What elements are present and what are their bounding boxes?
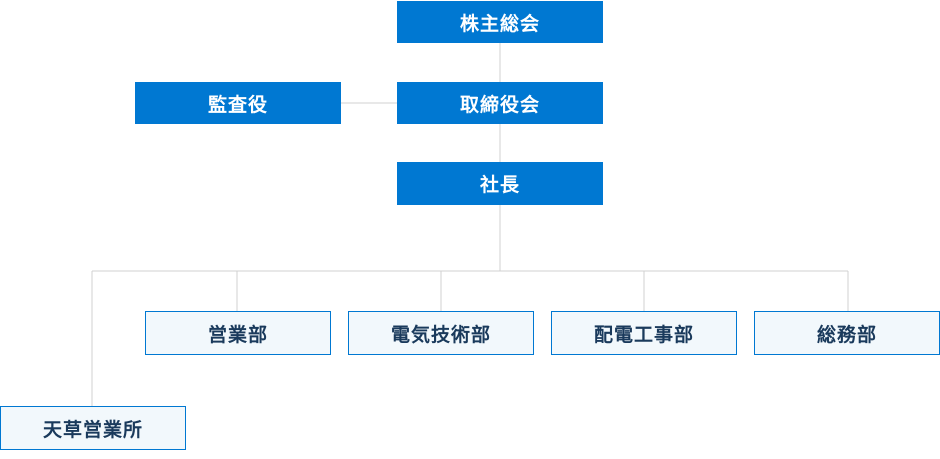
node-shareholders-meeting: 株主総会 (397, 1, 603, 43)
node-auditor: 監査役 (135, 82, 341, 124)
node-sales-dept-label: 営業部 (207, 323, 268, 346)
node-general-affairs-dept-label: 総務部 (816, 323, 877, 346)
node-electrical-tech-dept-label: 電気技術部 (390, 323, 491, 346)
node-distribution-works-dept-label: 配電工事部 (593, 323, 694, 346)
node-board-of-directors: 取締役会 (397, 82, 603, 124)
node-president-label: 社長 (479, 174, 520, 196)
node-auditor-label: 監査役 (207, 93, 268, 116)
node-board-of-directors-label: 取締役会 (459, 93, 540, 116)
node-president: 社長 (397, 162, 603, 205)
node-branch-office: 天草営業所 (0, 406, 186, 450)
node-electrical-tech-dept: 電気技術部 (348, 311, 534, 355)
node-distribution-works-dept: 配電工事部 (551, 311, 737, 355)
node-sales-dept: 営業部 (145, 311, 331, 355)
node-branch-office-label: 天草営業所 (42, 418, 143, 441)
node-general-affairs-dept: 総務部 (754, 311, 940, 355)
node-shareholders-meeting-label: 株主総会 (459, 12, 540, 35)
